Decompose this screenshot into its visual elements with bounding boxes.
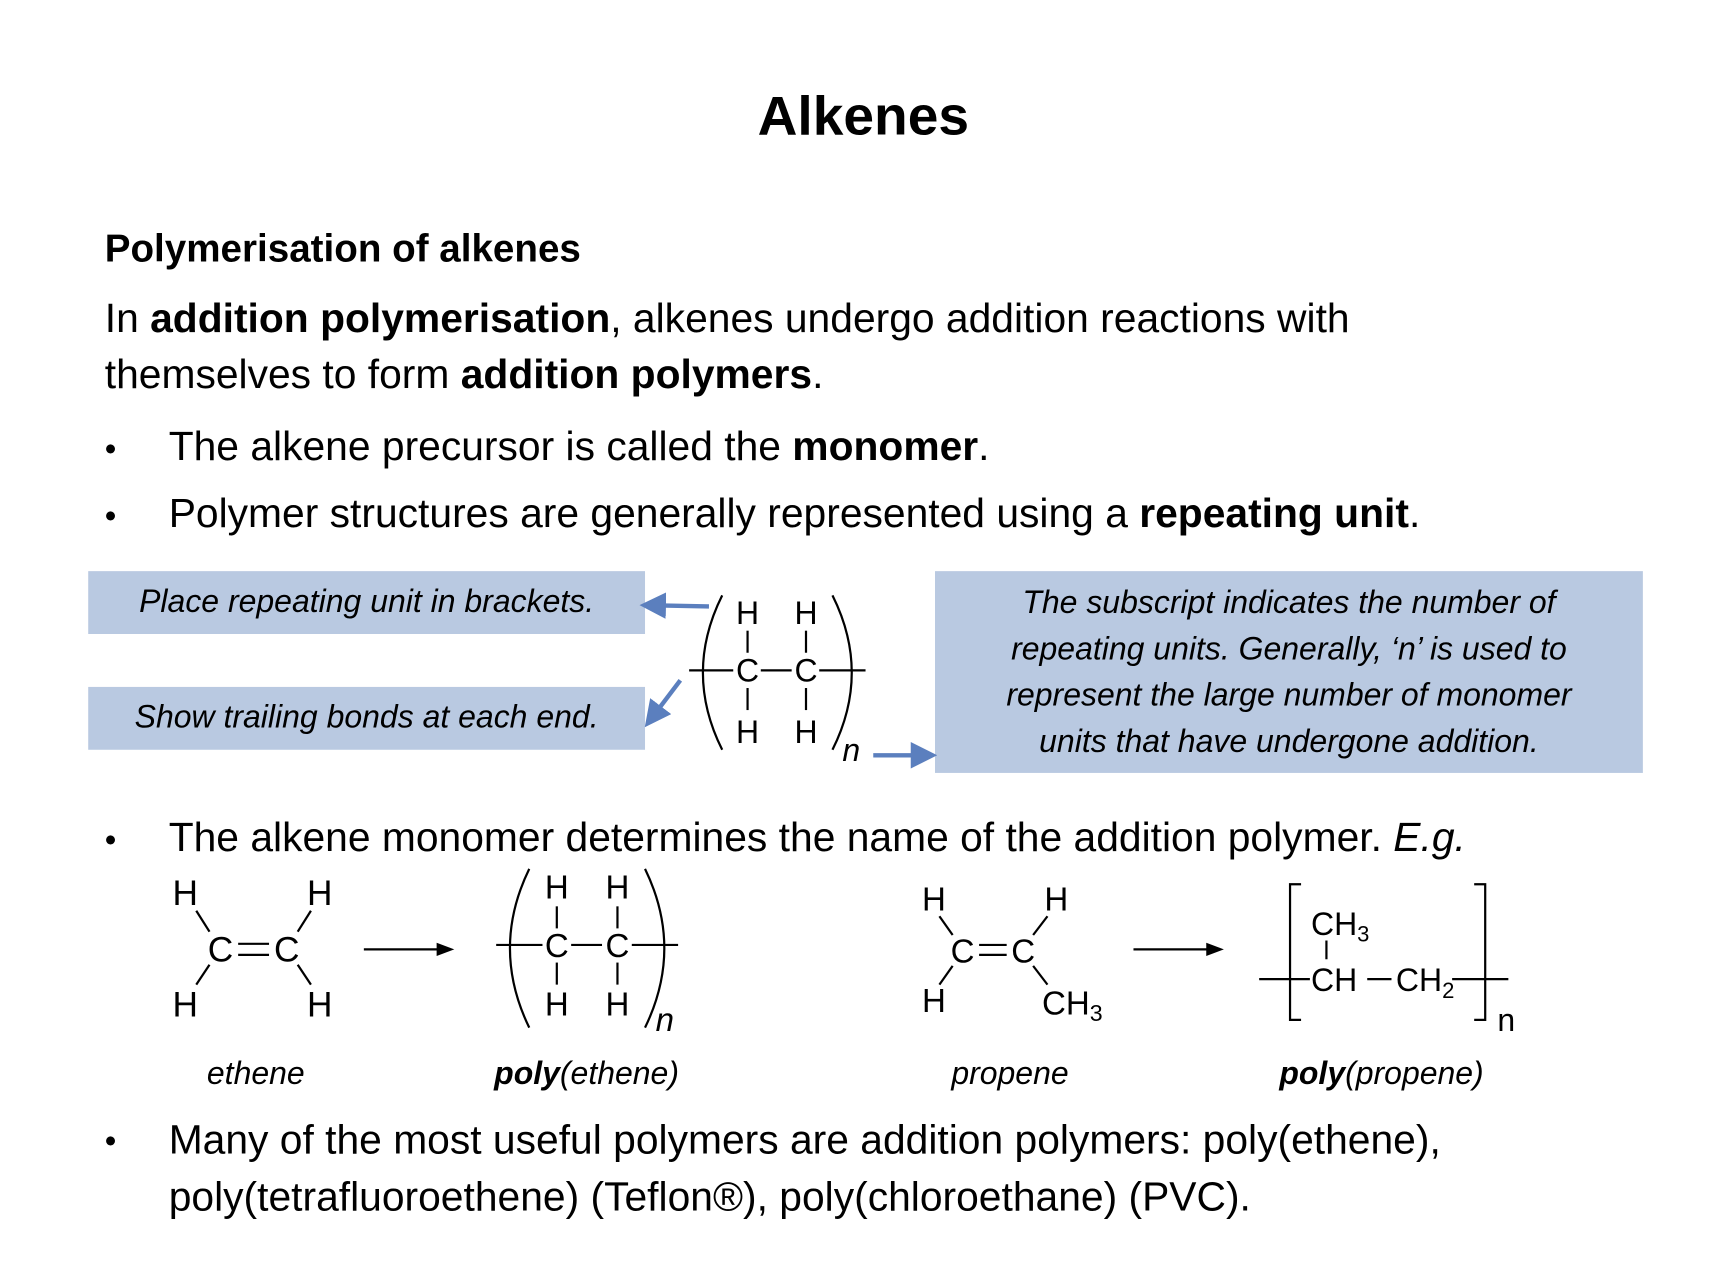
atom-label: H	[922, 882, 946, 919]
subscript-n: n	[842, 732, 860, 768]
atom-label-ch2: CH2	[1396, 962, 1454, 1003]
atom-label: H	[1044, 882, 1068, 919]
subscript: 3	[1357, 922, 1369, 947]
atom-label: H	[545, 986, 569, 1023]
callout-brackets: Place repeating unit in brackets.	[88, 571, 646, 634]
atom-label: C	[208, 930, 233, 969]
slide-title: Alkenes	[757, 84, 970, 147]
text: Many of the most useful polymers are add…	[168, 1116, 1441, 1163]
propene-label: propene	[950, 1055, 1068, 1091]
atom-label: C	[274, 930, 299, 969]
callout-line: units that have undergone addition.	[1039, 724, 1539, 760]
ethene-structure: H H H H C C	[173, 874, 333, 1024]
label-rest: (propene)	[1345, 1055, 1484, 1091]
atom-label: H	[736, 595, 759, 631]
poly-ethene-structure: H H C C H H n	[496, 868, 679, 1039]
subscript-n: n	[656, 1002, 674, 1039]
text: In	[104, 295, 151, 341]
intro-line-2: themselves to form addition polymers.	[105, 352, 824, 398]
atom-label: H	[307, 986, 332, 1025]
poly-propene-label: poly(propene)	[1278, 1055, 1483, 1091]
propene-structure: H H H C C CH3	[922, 882, 1103, 1026]
atom-text: CH	[1396, 962, 1442, 998]
right-bracket	[831, 594, 853, 751]
atom-text: CH	[1311, 906, 1357, 942]
arrow-to-trailing-callout	[644, 678, 683, 728]
text: poly(tetrafluoroethene) (Teflon®), poly(…	[168, 1174, 1251, 1220]
text: .	[812, 351, 824, 397]
atom-label-ch: CH	[1311, 962, 1357, 998]
ethene-label: ethene	[207, 1055, 305, 1091]
atom-text: CH	[1042, 985, 1090, 1022]
label-bold: poly	[493, 1055, 562, 1091]
atom-label: C	[1011, 934, 1035, 971]
bullet-4: • Many of the most useful polymers are ad…	[104, 1116, 1441, 1220]
subscript: 3	[1090, 1000, 1103, 1026]
atom-label-ch3: CH3	[1042, 985, 1103, 1026]
atom-label: C	[736, 652, 759, 688]
atom-label: H	[545, 870, 569, 907]
bullet-dot: •	[104, 498, 117, 535]
bold-term: addition polymers	[460, 351, 813, 397]
bold-term: addition polymerisation	[150, 295, 611, 341]
bullet-1: • The alkene precursor is called the mono…	[104, 423, 990, 469]
atom-label: H	[606, 870, 630, 907]
poly-ethene-label: poly(ethene)	[493, 1055, 679, 1091]
bold-term: monomer	[792, 423, 979, 469]
arrow-to-brackets-callout	[639, 592, 710, 619]
bullet-dot: •	[104, 1123, 117, 1160]
bold-term: repeating unit	[1139, 490, 1409, 536]
atom-label: H	[606, 986, 630, 1023]
bullet-dot: •	[104, 431, 117, 468]
text: themselves to form	[104, 351, 461, 397]
text: The alkene precursor is called the	[168, 423, 793, 469]
atom-label: H	[794, 595, 817, 631]
atom-label: C	[606, 928, 630, 965]
left-bracket	[701, 594, 724, 751]
label-bold: poly	[1278, 1055, 1347, 1091]
atom-label: C	[951, 934, 975, 971]
text: , alkenes undergo addition reactions wit…	[610, 295, 1350, 341]
section-heading: Polymerisation of alkenes	[104, 227, 581, 271]
bullet-dot: •	[104, 822, 117, 859]
atom-label: C	[794, 652, 817, 688]
intro-line-1: In addition polymerisation, alkenes unde…	[105, 295, 1350, 341]
atom-label: C	[545, 928, 569, 965]
text: Polymer structures are generally represe…	[168, 490, 1140, 536]
italic-text: E.g.	[1393, 814, 1466, 861]
callout-line: The subscript indicates the number of	[1022, 585, 1556, 621]
bullet-3: • The alkene monomer determines the name …	[104, 815, 1466, 861]
text: The alkene monomer determines the name o…	[168, 814, 1394, 861]
subscript: 2	[1442, 978, 1454, 1003]
atom-label: H	[794, 714, 817, 750]
label-rest: (ethene)	[560, 1055, 679, 1091]
callout-trailing-bonds: Show trailing bonds at each end.	[88, 686, 646, 750]
callout-line: repeating units. Generally, ‘n’ is used …	[1011, 631, 1567, 668]
repeating-unit-diagram: H H C C H H n	[689, 594, 866, 768]
atom-label: H	[922, 983, 946, 1020]
atom-label-ch3: CH3	[1311, 906, 1369, 947]
text: .	[978, 423, 990, 469]
callout-line: represent the large number of monomer	[1006, 678, 1572, 714]
bullet-2: • Polymer structures are generally repres…	[104, 491, 1421, 537]
callout-subscript: The subscript indicates the number of re…	[935, 571, 1643, 773]
poly-propene-structure: CH3 CH CH2 n	[1259, 883, 1515, 1038]
atom-label: H	[173, 986, 198, 1025]
text: .	[1408, 490, 1421, 536]
atom-label: H	[736, 714, 759, 750]
atom-label: H	[307, 874, 332, 913]
atom-label: H	[173, 874, 198, 913]
subscript-n: n	[1497, 1002, 1515, 1038]
